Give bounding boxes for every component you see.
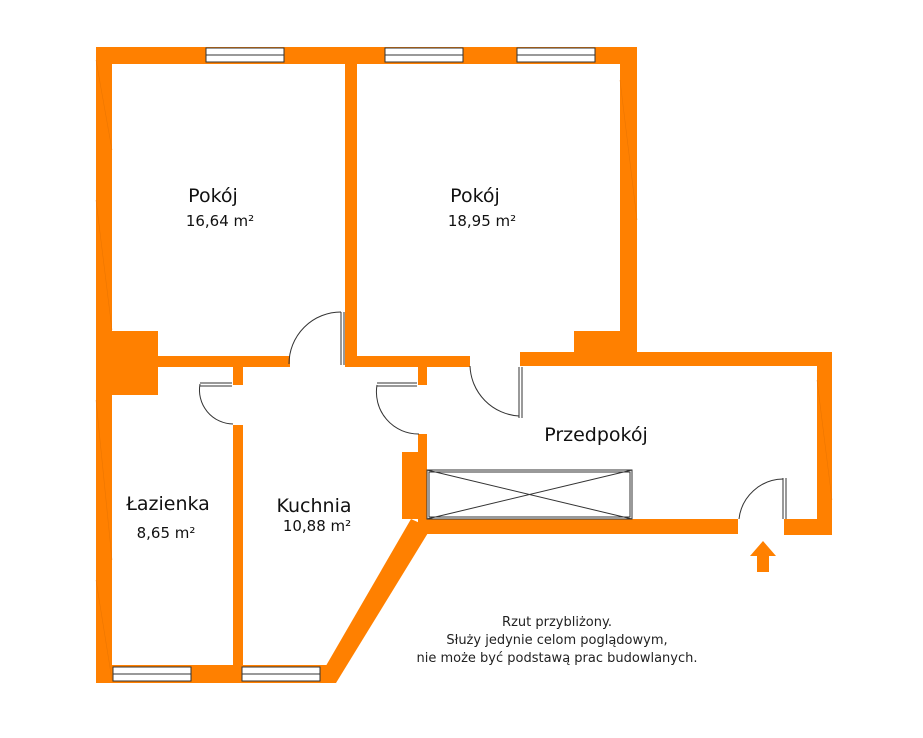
doors [198,311,787,520]
wall-corridor-bottom-right [784,519,832,535]
windows [112,47,596,682]
wall-kitchen-hall-top [418,367,427,385]
window-icon [112,666,192,682]
wall-right-upper [620,47,637,353]
window-icon [205,47,285,63]
door-swing-icon [469,365,523,418]
wardrobe-icon [426,469,633,520]
entrance-arrow-icon [750,541,776,572]
note-line-2: Służy jedynie celom poglądowym, [446,633,667,648]
wall-bath-kitchen-top [233,367,243,385]
door-swing-icon [198,382,234,425]
window-icon [384,47,464,63]
walls [96,47,832,683]
room-name-przedpokoj: Przedpokój [544,424,648,446]
door-swing-icon [288,311,345,365]
wall-between-rooms [345,47,357,367]
pillar-left [96,331,158,367]
room-labels: Pokój 16,64 m² Pokój 18,95 m² Przedpokój… [125,185,648,542]
door-swing-icon [375,382,420,435]
room-area-pokoj-2: 18,95 m² [448,212,516,230]
window-icon [241,666,321,682]
wall-diagonal [316,519,431,683]
pillar-right [574,331,637,366]
room-area-lazienka: 8,65 m² [137,524,196,542]
wall-internal-h [96,356,290,367]
wall-corridor-right [817,352,832,535]
window-icon [516,47,596,63]
door-swing-icon [738,478,787,520]
pillar-left-lower [96,367,158,395]
wall-bath-kitchen [233,425,243,669]
room-area-pokoj-1: 16,64 m² [186,212,254,230]
room-name-pokoj-2: Pokój [450,185,500,207]
wall-corridor-bottom-left [418,519,738,534]
room-area-kuchnia: 10,88 m² [283,517,351,535]
room-name-pokoj-1: Pokój [188,185,238,207]
note-line-1: Rzut przybliżony. [502,615,612,630]
disclaimer-note: Rzut przybliżony. Służy jedynie celom po… [416,615,697,666]
room-name-kuchnia: Kuchnia [276,495,351,517]
wall-block-hall [402,452,427,519]
wall-internal-h-2 [345,356,470,367]
note-line-3: nie może być podstawą prac budowlanych. [416,651,697,666]
room-name-lazienka: Łazienka [125,493,210,515]
wall-hatching [95,59,833,681]
wall-corridor-top [620,352,832,366]
